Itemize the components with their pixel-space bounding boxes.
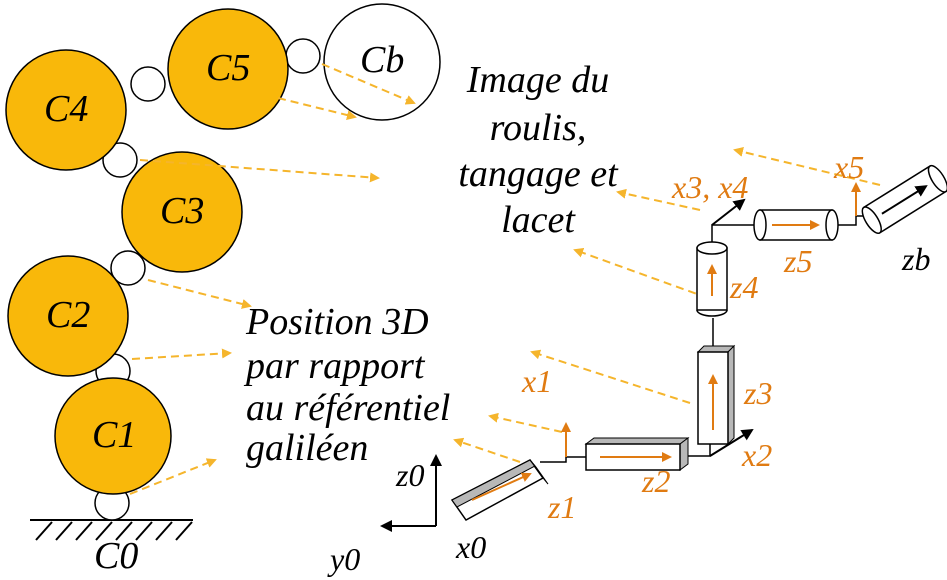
- body-c3: [121, 151, 243, 273]
- connector-1-2: [540, 456, 586, 463]
- label-c2: C2: [46, 294, 90, 336]
- dashed-arrow-c1: [129, 458, 217, 495]
- connector-2-3: [688, 444, 711, 457]
- label-z2: z2: [641, 463, 670, 499]
- link-4: [696, 241, 728, 317]
- caption-orientation-line2: roulis,: [490, 107, 587, 149]
- label-x5: x5: [833, 149, 864, 185]
- body-c2: [7, 255, 129, 377]
- caption-orientation-line3: tangage et: [458, 153, 619, 195]
- label-c3: C3: [160, 190, 204, 232]
- dashed-arrow-j12: [131, 348, 232, 360]
- body-cb: [323, 3, 441, 121]
- caption-orientation-line4: lacet: [501, 199, 576, 241]
- label-z0: z0: [395, 457, 424, 493]
- label-x2: x2: [741, 437, 772, 473]
- link-5: [753, 209, 839, 241]
- axis-x2: [709, 428, 754, 457]
- dashed-arrow-j34: [139, 159, 380, 183]
- link-2: [584, 437, 690, 471]
- joint-34: [102, 142, 138, 178]
- dashed-arrow-x4: [616, 188, 701, 211]
- label-z5: z5: [783, 243, 812, 279]
- kinematic-model: z0 y0 x0 z1 x1 z2 x2 z3 x3, x4 z4 z5 x5 …: [327, 149, 947, 577]
- dashed-arrow-x0: [453, 437, 521, 463]
- label-y0: y0: [327, 541, 360, 577]
- dashed-arrow-x2: [530, 349, 691, 404]
- caption-position-line2: par rapport: [243, 345, 426, 387]
- label-c1: C1: [92, 414, 136, 456]
- axis-x3-x4: [711, 198, 746, 226]
- label-x0: x0: [455, 529, 486, 565]
- body-c5: [167, 8, 289, 130]
- caption-position-line4: galiléen: [246, 427, 368, 469]
- label-x3-x4: x3, x4: [671, 169, 748, 205]
- body-c4: [5, 49, 127, 171]
- label-x1: x1: [521, 363, 552, 399]
- dashed-arrow-x3: [573, 248, 709, 299]
- caption-position-line1: Position 3D: [245, 301, 429, 343]
- label-cb: Cb: [360, 39, 404, 81]
- connector-4-5: [711, 224, 760, 242]
- body-c1: [54, 377, 172, 495]
- label-c0: C0: [94, 535, 138, 577]
- label-z4: z4: [729, 269, 758, 305]
- left-body-chain: C1 C2 C3 C4 C5 Cb C0: [5, 3, 441, 577]
- dashed-arrow-j23: [147, 279, 252, 309]
- caption-position: Position 3D par rapport au référentiel g…: [243, 301, 450, 469]
- label-z1: z1: [547, 489, 576, 525]
- dashed-arrow-j5b: [321, 63, 416, 105]
- label-c4: C4: [44, 88, 88, 130]
- caption-orientation-line1: Image du: [466, 59, 609, 101]
- dashed-arrow-c5: [277, 97, 357, 120]
- label-zb: zb: [901, 241, 930, 277]
- joint-5b: [285, 38, 321, 74]
- link-3: [696, 344, 736, 446]
- link-body: [861, 164, 947, 234]
- dashed-arrow-x5: [733, 147, 881, 186]
- joint-45: [130, 66, 166, 102]
- joint-23: [110, 250, 146, 286]
- link-1: [450, 459, 549, 521]
- caption-position-line3: au référentiel: [246, 387, 450, 429]
- dashed-arrow-x1: [488, 412, 563, 433]
- dashed-arrows: [129, 63, 881, 495]
- label-c5: C5: [206, 47, 250, 89]
- caption-orientation: Image du roulis, tangage et lacet: [458, 59, 619, 241]
- label-z3: z3: [743, 375, 772, 411]
